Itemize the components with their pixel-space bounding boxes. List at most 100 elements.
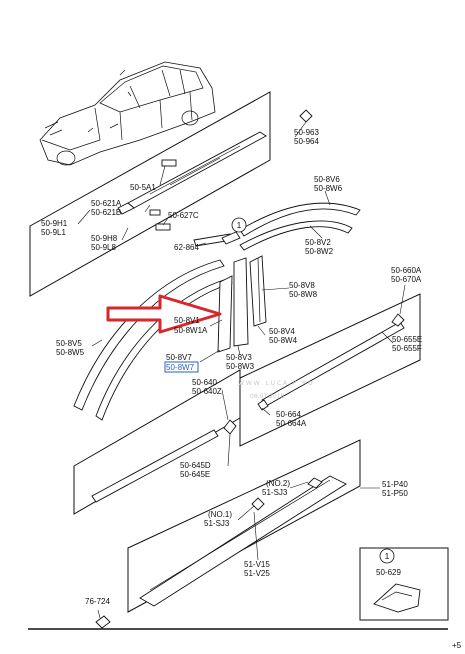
label-50-627c: 50-627C <box>168 211 199 220</box>
label-50-8v2: 50-8V2 <box>305 238 331 247</box>
label-50-664a: 50-664A <box>276 419 307 428</box>
label-50-9l1: 50-9L1 <box>41 228 66 237</box>
label-50-8w5: 50-8W5 <box>56 348 85 357</box>
label-50-660a: 50-660A <box>391 266 422 275</box>
car-illustration <box>39 61 216 166</box>
label-50-664: 50-664 <box>276 410 301 419</box>
leader-lines <box>77 121 406 561</box>
upper-right-moulding <box>239 202 361 251</box>
callout-1-inset-label: 1 <box>385 552 390 561</box>
weatherstrip-small <box>193 231 241 247</box>
watermark: W W W . L U C A . P . R U 08.07.2018 <box>238 380 313 400</box>
label-50-9h8: 50-9H8 <box>91 234 118 243</box>
roof-rail-strip <box>117 131 267 215</box>
highlight-box <box>164 361 199 373</box>
label-50-8v3: 50-8V3 <box>226 353 252 362</box>
label-50-655e: 50-655E <box>392 335 422 344</box>
label-50-8w6: 50-8W6 <box>314 184 343 193</box>
long-moulding <box>73 259 233 421</box>
label-51-v25: 51-V25 <box>244 569 270 578</box>
svg-text:76-724: 76-724 <box>85 597 110 606</box>
svg-text:50-629: 50-629 <box>376 568 401 577</box>
svg-text:(NO.1)51-SJ3: (NO.1)51-SJ3 <box>204 510 232 528</box>
label-50-640: 50-640 <box>192 378 217 387</box>
label-50-8v7: 50-8V7 <box>166 353 192 362</box>
svg-text:50-5A1: 50-5A1 <box>130 183 156 192</box>
pillar-trims <box>217 255 267 353</box>
callout-1-label: 1 <box>237 221 242 230</box>
label-50-5a1: 50-5A1 <box>130 183 156 192</box>
svg-text:62-864: 62-864 <box>174 243 199 252</box>
label-50-8v4: 50-8V4 <box>269 327 295 336</box>
label-62-864: 62-864 <box>174 243 199 252</box>
label-76-724: 76-724 <box>85 597 110 606</box>
fastener-76-724 <box>95 609 111 629</box>
watermark-line-1: W W W . L U C A . P . R U <box>238 380 313 387</box>
label-50-8v5: 50-8V5 <box>56 339 82 348</box>
label-50-8w2: 50-8W2 <box>305 247 334 256</box>
label-50-629: 50-629 <box>376 568 401 577</box>
label-51-sj3-no2: 51-SJ3 <box>262 488 288 497</box>
door-belt-frame <box>73 369 241 515</box>
label-50-8v6: 50-8V6 <box>314 175 340 184</box>
label-50-8v1: 50-8V1 <box>174 316 200 325</box>
roof-rail-frame <box>29 91 271 297</box>
label-50-964: 50-964 <box>294 137 319 146</box>
red-arrow <box>106 294 222 334</box>
label-51-v15: 51-V15 <box>244 560 270 569</box>
label-50-8w4: 50-8W4 <box>269 336 298 345</box>
label-50-640z: 50-640Z <box>192 387 222 396</box>
label-50-9h1: 50-9H1 <box>41 219 68 228</box>
label-50-655f: 50-655F <box>392 344 422 353</box>
label-51-p40: 51-P40 <box>382 480 408 489</box>
label-50-621a: 50-621A <box>91 199 122 208</box>
corner-mark: +5 <box>452 641 462 650</box>
label-50-963: 50-963 <box>294 128 319 137</box>
label-no1: (NO.1) <box>208 510 232 519</box>
label-51-sj3-no1: 51-SJ3 <box>204 519 230 528</box>
label-50-8w8: 50-8W8 <box>289 290 318 299</box>
roof-clips <box>149 109 313 231</box>
callout-1-top: 1 <box>231 217 247 233</box>
svg-text:(NO.2)51-SJ3: (NO.2)51-SJ3 <box>262 479 290 497</box>
callout-1-inset: 1 <box>379 548 395 564</box>
svg-text:50-627C: 50-627C <box>168 211 199 220</box>
watermark-line-2: 08.07.2018 <box>250 393 285 400</box>
label-50-9l8: 50-9L8 <box>91 243 116 252</box>
label-51-p50: 51-P50 <box>382 489 408 498</box>
label-50-645e: 50-645E <box>180 470 210 479</box>
label-50-8v8: 50-8V8 <box>289 281 315 290</box>
label-no2: (NO.2) <box>266 479 290 488</box>
label-50-8w1a: 50-8W1A <box>174 326 208 335</box>
label-50-621b: 50-621B <box>91 208 121 217</box>
label-50-670a: 50-670A <box>391 275 422 284</box>
label-50-8w3: 50-8W3 <box>226 362 255 371</box>
label-50-8w7: 50-8W7 <box>166 363 195 372</box>
inset-box-50-629 <box>359 547 449 621</box>
label-50-645d: 50-645D <box>180 461 211 470</box>
side-sill-frame <box>127 439 361 613</box>
belt-moulding-frame <box>239 293 421 447</box>
